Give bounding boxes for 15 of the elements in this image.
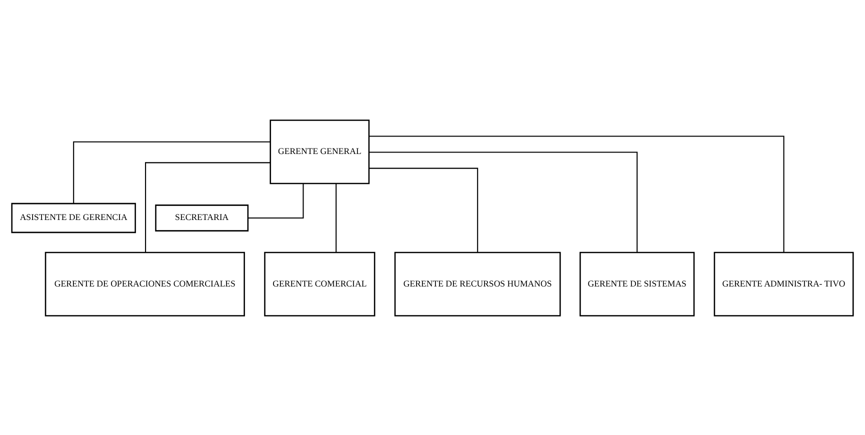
node-box: ASISTENTE DE GERENCIA [11, 202, 136, 233]
connector [248, 183, 304, 218]
connector [145, 162, 270, 252]
connector [73, 140, 270, 203]
node-box: GERENTE DE OPERACIONES COMERCIALES [44, 251, 245, 316]
node-box: GERENTE DE RECURSOS HUMANOS [394, 251, 561, 316]
connector [369, 135, 784, 252]
node-box: GERENTE GENERAL [270, 119, 370, 184]
node-box: GERENTE DE SISTEMAS [580, 251, 695, 316]
node-box: SECRETARIA [155, 204, 249, 231]
node-box: GERENTE ADMINISTRA- TIVO [714, 251, 854, 316]
connector [369, 167, 478, 252]
connector [336, 183, 337, 252]
node-box: GERENTE COMERCIAL [264, 251, 376, 316]
connector [369, 151, 638, 252]
